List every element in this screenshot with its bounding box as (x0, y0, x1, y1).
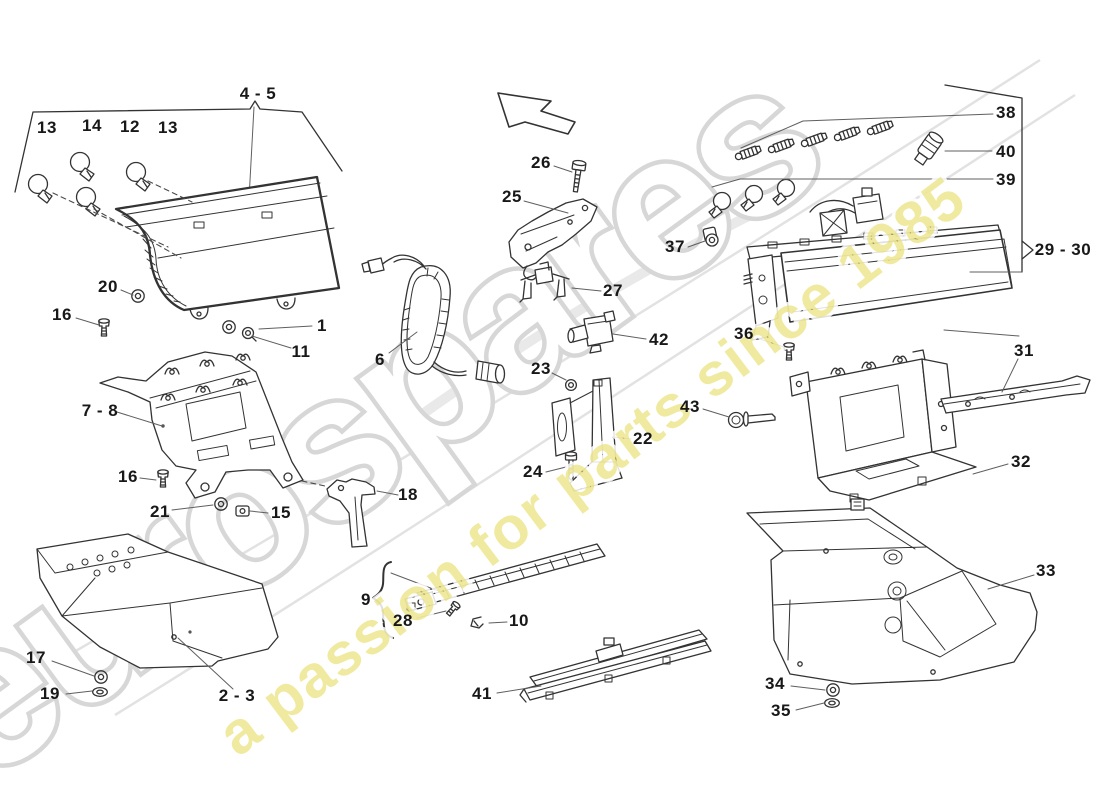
part-label-23: 23 (531, 359, 551, 378)
bulb-alignment-dashes (52, 180, 193, 259)
bracket-22 (551, 377, 623, 492)
part-label-2-3: 2 - 3 (218, 686, 256, 705)
part-label-28: 28 (393, 611, 413, 630)
part-label-14: 14 (82, 116, 102, 135)
trim-panel-2-3 (36, 533, 279, 669)
bolt-43 (727, 411, 776, 429)
part-label-18: 18 (398, 485, 418, 504)
part-label-22: 22 (633, 429, 653, 448)
nut-37 (702, 226, 719, 247)
nut-15 (235, 505, 250, 517)
leader-lines (51, 150, 1035, 711)
part-label-13b: 13 (158, 118, 178, 137)
part-label-16a: 16 (52, 305, 72, 324)
part-label-33: 33 (1036, 561, 1056, 580)
part-label-27: 27 (603, 281, 623, 300)
wiring-harness-6 (361, 254, 506, 384)
part-label-42: 42 (649, 330, 669, 349)
part-label-36: 36 (734, 324, 754, 343)
mounting-bracket-29-30 (789, 349, 977, 503)
part-label-40: 40 (996, 142, 1016, 161)
part-label-20: 20 (98, 277, 118, 296)
part-label-11: 11 (291, 342, 311, 361)
direction-arrow-icon (497, 92, 576, 135)
part-label-37: 37 (665, 237, 685, 256)
part-label-41: 41 (472, 684, 492, 703)
group-boundary-29-30 (943, 84, 1034, 337)
part-label-19: 19 (40, 684, 60, 703)
part-label-26: 26 (531, 153, 551, 172)
brake-light-41 (519, 629, 712, 703)
part-label-25: 25 (502, 187, 522, 206)
trim-panel-33 (746, 498, 1038, 685)
tail-light-left (114, 175, 341, 320)
group-boundary-4-5 (14, 100, 343, 200)
part-label-17: 17 (26, 648, 46, 667)
rail-31 (940, 375, 1091, 414)
part-label-16b: 16 (118, 467, 138, 486)
part-label-13a: 13 (37, 118, 57, 137)
part-label-35: 35 (771, 701, 791, 720)
sill-strip-9 (404, 543, 606, 612)
part-label-15: 15 (271, 503, 291, 522)
part-label-31: 31 (1014, 341, 1034, 360)
part-label-32: 32 (1011, 452, 1031, 471)
bulb-row-39 (708, 178, 994, 219)
part-label-24: 24 (523, 462, 543, 481)
bracket-25 (508, 198, 598, 281)
part-label-21: 21 (150, 502, 170, 521)
part-label-1: 1 (317, 316, 327, 335)
clip-27 (519, 261, 570, 303)
bracket-base-32 (817, 451, 977, 501)
bracket-18 (326, 478, 376, 548)
part-label-39: 39 (996, 170, 1016, 189)
bolt-26 (571, 159, 587, 193)
tail-light-right (743, 187, 1013, 341)
screw-11 (241, 326, 257, 342)
bracket-7-8 (99, 351, 304, 499)
part-label-29-30: 29 - 30 (1034, 240, 1092, 259)
part-label-9: 9 (361, 590, 371, 609)
part-label-34: 34 (765, 674, 785, 693)
brace-9 (372, 561, 394, 639)
screw-28 (445, 600, 461, 617)
part-label-38: 38 (996, 103, 1016, 122)
part-label-12: 12 (120, 117, 140, 136)
part-label-10: 10 (509, 611, 529, 630)
part-label-4-5: 4 - 5 (239, 84, 277, 103)
part-label-43: 43 (680, 397, 700, 416)
part-label-7-8: 7 - 8 (81, 401, 119, 420)
clip-10 (470, 616, 484, 629)
part-label-6: 6 (375, 350, 385, 369)
bracket-18-dash (301, 480, 326, 487)
sensor-42 (567, 310, 616, 354)
socket-40 (914, 131, 944, 166)
bolt-24 (564, 451, 578, 481)
bulb-holder-row-38 (733, 113, 994, 162)
